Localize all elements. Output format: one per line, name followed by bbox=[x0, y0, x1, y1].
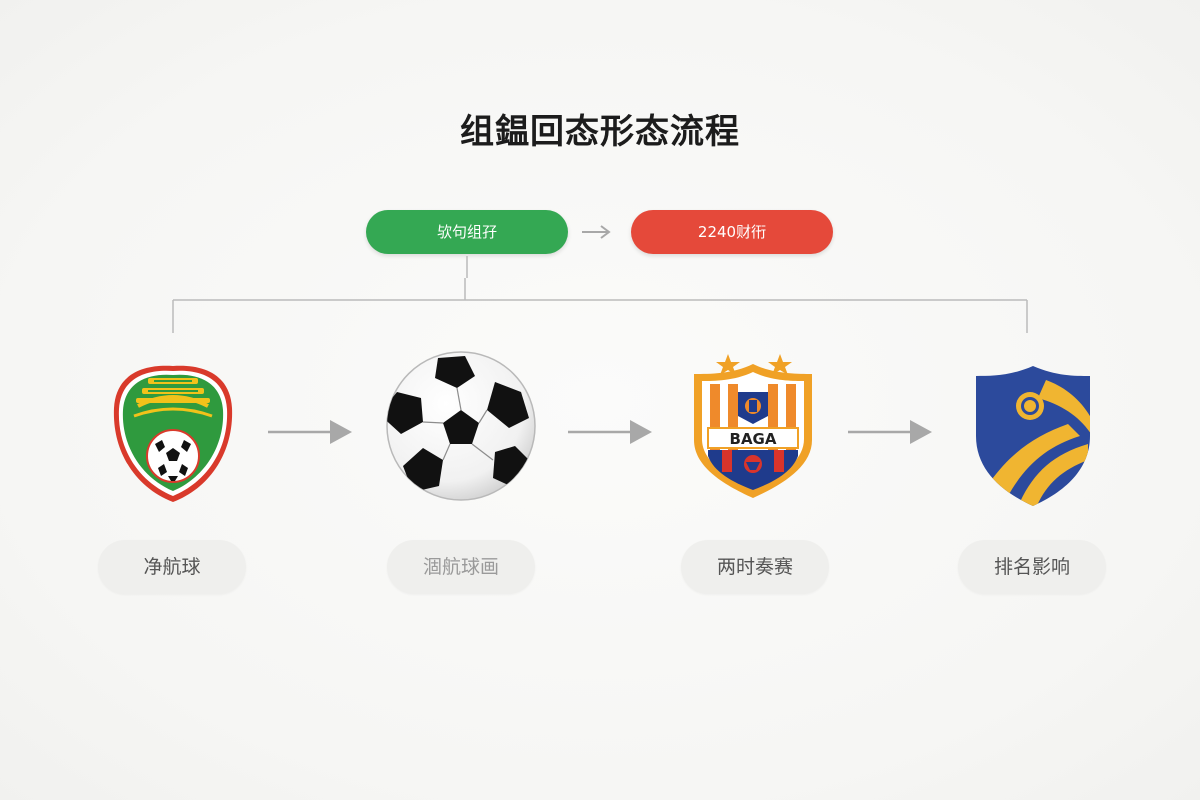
flow-arrow-icon bbox=[848, 420, 932, 444]
flow-arrow-icon bbox=[568, 420, 652, 444]
label-step-3: 两时奏赛 bbox=[681, 540, 829, 594]
shield-text: BAGA bbox=[730, 430, 777, 448]
flow-arrow-icon bbox=[268, 420, 352, 444]
diagram-title: 组鎾回态形态流程 bbox=[460, 112, 740, 152]
label-step-4: 排名影响 bbox=[958, 540, 1106, 594]
pill-arrow-icon bbox=[582, 225, 611, 239]
blue-gold-shield-icon bbox=[976, 366, 1090, 506]
bracket-connector bbox=[172, 256, 1028, 333]
label-step-2: 涸航球画 bbox=[387, 540, 535, 594]
green-club-crest-icon bbox=[113, 365, 233, 502]
soccer-ball-icon bbox=[386, 351, 536, 501]
orange-striped-shield-icon: BAGA bbox=[694, 354, 812, 498]
pill-green: 欤句组孖 bbox=[366, 210, 568, 254]
label-step-1: 净航球 bbox=[98, 540, 246, 594]
pill-red: 2240财衎 bbox=[631, 210, 833, 254]
